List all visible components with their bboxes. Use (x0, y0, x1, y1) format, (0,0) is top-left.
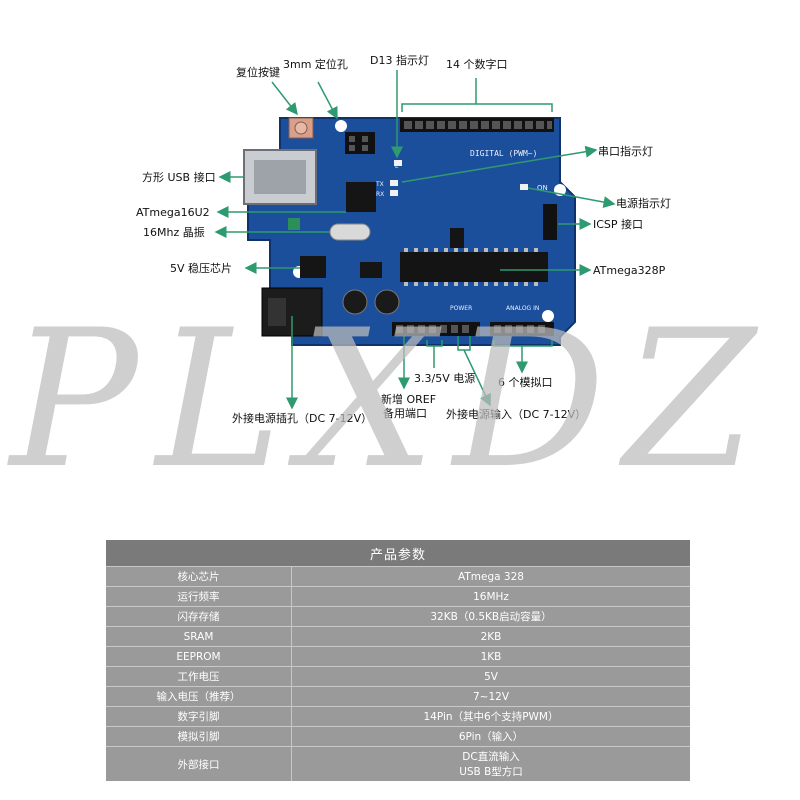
spec-key: SRAM (106, 626, 292, 647)
callout-dc-jack: 外接电源插孔（DC 7-12V） (232, 412, 373, 425)
callout-ioref-2: 备用端口 (383, 407, 427, 420)
digital-label: DIGITAL (PWM~) (470, 149, 537, 158)
rx-label: RX (376, 191, 384, 198)
spec-value: 5V (291, 666, 690, 687)
spec-key: 运行频率 (106, 586, 292, 607)
power-label: POWER (450, 305, 472, 312)
bracket-analog (493, 340, 553, 347)
spec-value: 2KB (291, 626, 690, 647)
callout-digital-pins: 14 个数字口 (446, 58, 508, 71)
spec-value: 32KB（0.5KB启动容量） (291, 606, 690, 627)
arduino-board-diagram: DIGITAL (PWM~) ON TX RX L POWER ANALOG I… (214, 70, 616, 410)
capacitor (374, 289, 400, 315)
atmega328p-part (400, 252, 548, 282)
regulator-part (300, 256, 326, 278)
led (390, 190, 398, 196)
spec-key: 外部接口 (106, 746, 292, 781)
atmega16u2-part (346, 182, 376, 212)
spec-key: 数字引脚 (106, 706, 292, 727)
analog-label: ANALOG IN (506, 305, 539, 312)
icsp-part (543, 204, 557, 240)
on-label: ON (537, 184, 548, 192)
callout-d13-led: D13 指示灯 (370, 54, 429, 67)
spec-key: 输入电压（推荐） (106, 686, 292, 707)
table-row: 外部接口 DC直流输入 USB B型方口 (106, 746, 690, 781)
callout-ioref-1: 新增 OREF (381, 393, 437, 406)
spec-key: EEPROM (106, 646, 292, 667)
arrow-reset (271, 81, 298, 116)
callout-icsp: ICSP 接口 (593, 218, 644, 231)
callout-ext-power: 外接电源输入（DC 7-12V） (446, 408, 587, 421)
arrow-mount (317, 81, 338, 120)
callout-power-33-5v: 3.3/5V 电源 (414, 372, 476, 385)
callout-atmega328p: ATmega328P (593, 264, 666, 277)
spec-value: 1KB (291, 646, 690, 667)
callout-regulator: 5V 稳压芯片 (170, 262, 233, 275)
l-label: L (395, 163, 399, 170)
spec-value: USB B型方口 (459, 766, 523, 778)
capacitor (342, 289, 368, 315)
callout-serial-led: 串口指示灯 (598, 145, 653, 158)
led (520, 184, 528, 190)
led (390, 180, 398, 186)
arrow-power-led (527, 187, 616, 208)
spec-key: 模拟引脚 (106, 726, 292, 747)
spec-value: ATmega 328 (291, 566, 690, 587)
callout-reset-button: 复位按键 (236, 66, 280, 79)
crystal-part (329, 223, 371, 241)
arrow-serial (401, 145, 598, 183)
spec-value: 6Pin（输入） (291, 726, 690, 747)
spec-key: 工作电压 (106, 666, 292, 687)
bracket-digital (401, 103, 553, 112)
callout-power-led: 电源指示灯 (616, 197, 671, 210)
table-row: 输入电压（推荐）7~12V (106, 686, 690, 707)
spec-key: 核心芯片 (106, 566, 292, 587)
led (394, 160, 402, 166)
callout-crystal: 16Mhz 晶振 (143, 226, 205, 239)
spec-table-title: 产品参数 (106, 540, 690, 567)
spec-key: 闪存存储 (106, 606, 292, 627)
spec-value-multi: DC直流输入 USB B型方口 (291, 746, 690, 781)
callout-mount-hole: 3mm 定位孔 (283, 58, 348, 71)
callout-usb-port: 方形 USB 接口 (142, 171, 216, 184)
spec-value: DC直流输入 (462, 751, 520, 763)
arrow-ext-power (463, 349, 491, 407)
callout-analog-pins: 6 个模拟口 (498, 376, 553, 389)
tx-label: TX (375, 181, 384, 188)
spec-value: 7~12V (291, 686, 690, 707)
spec-value: 14Pin（其中6个支持PWM） (291, 706, 690, 727)
mount-hole (542, 310, 554, 322)
mount-hole (335, 120, 347, 132)
spec-value: 16MHz (291, 586, 690, 607)
callout-atmega16u2: ATmega16U2 (136, 206, 210, 219)
